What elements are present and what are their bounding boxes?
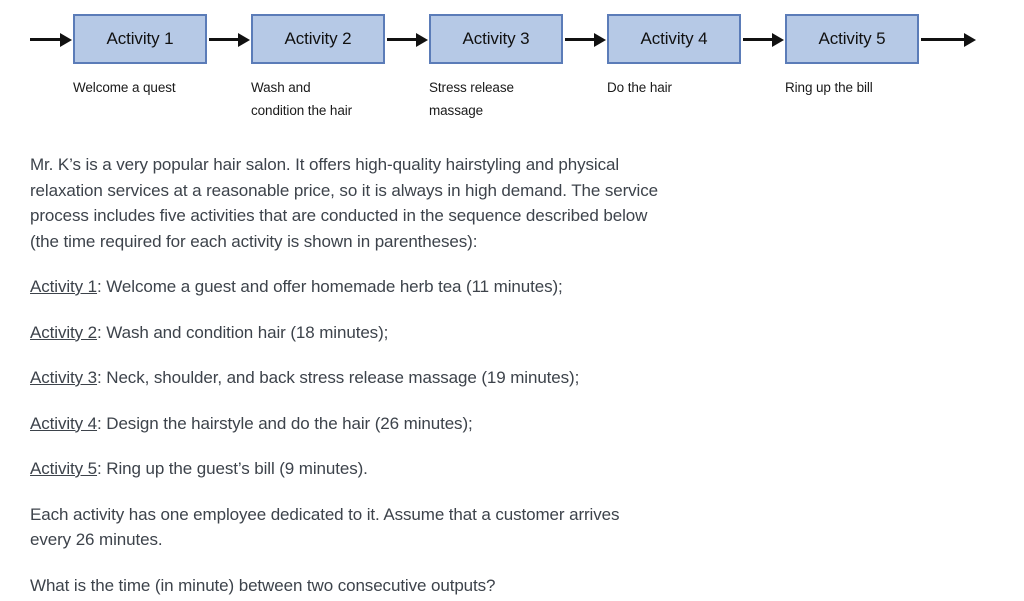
- activity-list-item-4: Activity 4: Design the hairstyle and do …: [30, 411, 994, 437]
- activity-2-label: Activity 2: [30, 322, 98, 342]
- activity-box-1: Activity 1: [73, 14, 207, 64]
- assumption-line: Each activity has one employee dedicated…: [30, 504, 620, 524]
- activity-list-item-3: Activity 3: Neck, shoulder, and back str…: [30, 365, 994, 391]
- flow-arrow-output: [921, 32, 976, 47]
- assumption-line: every 26 minutes.: [30, 530, 163, 549]
- activity-4-description: : Design the hairstyle and do the hair (…: [97, 413, 473, 433]
- intro-line: process includes five activities that ar…: [30, 206, 648, 225]
- activity-2-description: : Wash and condition hair (18 minutes);: [97, 322, 389, 342]
- activity-5-label: Activity 5: [30, 459, 98, 478]
- activity-list-item-2: Activity 2: Wash and condition hair (18 …: [30, 320, 994, 346]
- activity-caption-1: Welcome a quest: [73, 80, 176, 95]
- question-text: What is the time (in minute) between two…: [30, 575, 496, 595]
- activity-4-label: Activity 4: [30, 413, 98, 433]
- activity-caption-4: Do the hair: [607, 80, 672, 95]
- intro-line: Mr. K’s is a very popular hair salon. It…: [30, 155, 619, 174]
- problem-statement: Mr. K’s is a very popular hair salon. It…: [0, 130, 1024, 598]
- activity-list-item-1: Activity 1: Welcome a guest and offer ho…: [30, 274, 994, 300]
- activity-caption-2: Wash and condition the hair: [251, 80, 353, 118]
- activity-3-label: Activity 3: [30, 368, 98, 387]
- flow-arrow-4-5: [743, 32, 784, 47]
- activity-1-label: Activity 1: [30, 277, 98, 296]
- flow-arrow-input: [30, 32, 72, 47]
- activity-list-item-5: Activity 5: Ring up the guest’s bill (9 …: [30, 456, 994, 482]
- activity-box-3-label: Activity 3: [462, 29, 530, 48]
- activity-box-2: Activity 2: [251, 14, 385, 64]
- assumption-paragraph: Each activity has one employee dedicated…: [30, 502, 994, 553]
- activity-box-3: Activity 3: [429, 14, 563, 64]
- intro-line: (the time required for each activity is …: [30, 231, 478, 251]
- activity-5-description: : Ring up the guest’s bill (9 minutes).: [97, 459, 368, 478]
- activity-box-4: Activity 4: [607, 14, 741, 64]
- activity-box-1-label: Activity 1: [106, 29, 174, 48]
- activity-caption-5: Ring up the bill: [785, 80, 873, 95]
- activity-box-4-label: Activity 4: [640, 29, 708, 48]
- activity-3-description: : Neck, shoulder, and back stress releas…: [97, 368, 580, 387]
- intro-paragraph: Mr. K’s is a very popular hair salon. It…: [30, 152, 994, 254]
- activity-caption-3: Stress release massage: [429, 80, 514, 118]
- activity-1-description: : Welcome a guest and offer homemade her…: [97, 277, 563, 296]
- flow-arrow-2-3: [387, 32, 428, 47]
- activity-box-5-label: Activity 5: [818, 29, 886, 48]
- activity-box-2-label: Activity 2: [284, 29, 352, 48]
- process-flow-diagram: Activity 1 Activity 2 Activity 3 Activit…: [0, 0, 1024, 130]
- flow-arrow-3-4: [565, 32, 606, 47]
- activity-box-5: Activity 5: [785, 14, 919, 64]
- intro-line: relaxation services at a reasonable pric…: [30, 180, 658, 200]
- flow-arrow-1-2: [209, 32, 250, 47]
